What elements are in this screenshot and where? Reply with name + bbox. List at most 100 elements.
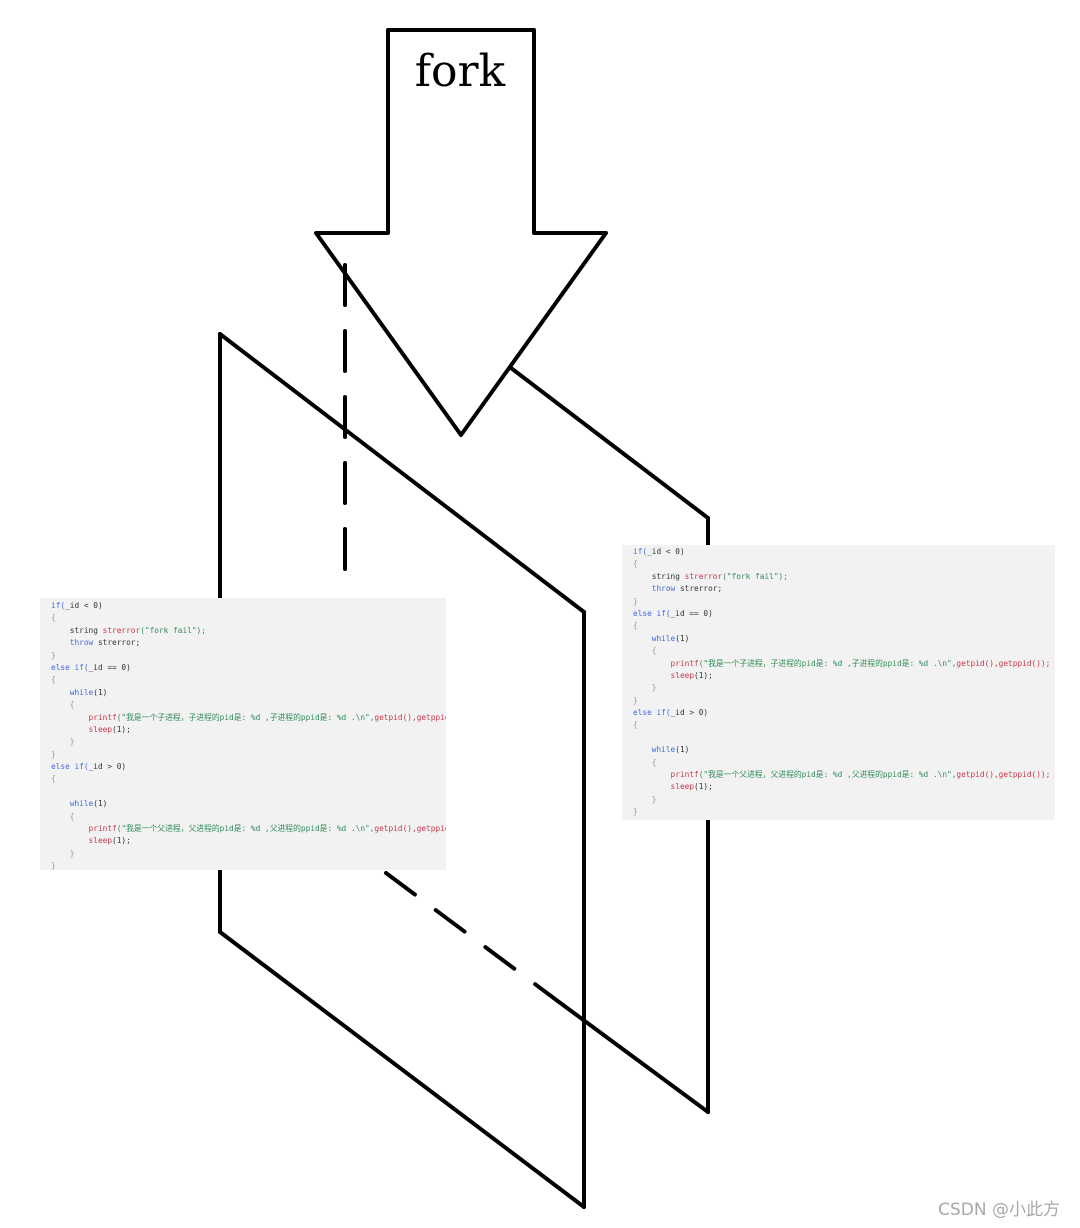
code-token: { bbox=[51, 774, 56, 784]
code-line: else if(_id == 0) bbox=[51, 662, 446, 674]
code-line: { bbox=[51, 811, 446, 823]
code-line: { bbox=[51, 699, 446, 711]
code-token: else if( bbox=[51, 662, 89, 672]
code-token: ("我是一个子进程，子进程的pid是: %d ,子进程的ppid是: %d .\… bbox=[116, 712, 375, 722]
code-token: while bbox=[633, 633, 676, 643]
code-line: } bbox=[633, 596, 1055, 608]
code-line: printf("我是一个父进程，父进程的pid是: %d ,父进程的ppid是:… bbox=[633, 769, 1055, 781]
code-token: else if( bbox=[633, 708, 671, 718]
code-token: strerror; bbox=[679, 584, 723, 594]
code-token: { bbox=[51, 675, 56, 685]
code-token: } bbox=[51, 749, 56, 759]
front-plane-top-edge bbox=[218, 332, 586, 614]
code-token: while bbox=[51, 799, 94, 809]
code-token: } bbox=[633, 596, 638, 606]
code-line: { bbox=[51, 612, 446, 624]
code-token: printf bbox=[51, 824, 117, 834]
code-token: (1) bbox=[675, 745, 690, 755]
code-token: (1) bbox=[93, 687, 108, 697]
code-token: } bbox=[633, 683, 657, 693]
code-token: string bbox=[633, 571, 685, 581]
back-plane-bottom-edge bbox=[557, 1000, 710, 1114]
code-token: (1) bbox=[93, 799, 108, 809]
code-line: sleep(1); bbox=[51, 835, 446, 847]
code-token: throw bbox=[633, 584, 680, 594]
code-token: printf bbox=[51, 712, 117, 722]
code-line: } bbox=[51, 650, 446, 662]
code-token: { bbox=[633, 720, 638, 730]
code-token: } bbox=[633, 807, 638, 817]
code-token: string bbox=[51, 625, 103, 635]
code-token: { bbox=[51, 700, 75, 710]
code-line bbox=[51, 786, 446, 798]
code-line: } bbox=[51, 848, 446, 860]
code-line: while(1) bbox=[633, 744, 1055, 756]
code-token: if( bbox=[51, 601, 66, 610]
code-token: } bbox=[51, 848, 75, 858]
code-token: (1); bbox=[112, 724, 131, 734]
code-token: (1) bbox=[675, 633, 690, 643]
code-line: { bbox=[51, 773, 446, 785]
code-line: } bbox=[51, 736, 446, 748]
code-token: (1); bbox=[694, 670, 713, 680]
code-token: sleep bbox=[633, 670, 695, 680]
code-token: ("fork fail"); bbox=[140, 625, 206, 635]
code-token: strerror bbox=[102, 625, 141, 635]
code-token: { bbox=[51, 811, 75, 821]
code-token: } bbox=[51, 861, 56, 870]
code-token: ("我是一个子进程，子进程的pid是: %d ,子进程的ppid是: %d .\… bbox=[698, 658, 957, 668]
code-line: } bbox=[633, 695, 1055, 707]
fork-label: fork bbox=[415, 46, 506, 97]
code-line: while(1) bbox=[51, 798, 446, 810]
code-line: { bbox=[633, 719, 1055, 731]
code-token: _id == 0) bbox=[88, 662, 131, 672]
code-line: if(_id < 0) bbox=[633, 546, 1055, 558]
code-line: sleep(1); bbox=[51, 724, 446, 736]
code-token: sleep bbox=[51, 836, 113, 846]
code-line: string strerror("fork fail"); bbox=[633, 571, 1055, 583]
code-token: sleep bbox=[633, 782, 695, 792]
code-token: { bbox=[51, 613, 56, 623]
code-token: getpid(),getppid()); bbox=[956, 658, 1051, 668]
code-line: else if(_id > 0) bbox=[633, 707, 1055, 719]
code-token: _id < 0) bbox=[65, 601, 103, 610]
code-line: throw strerror; bbox=[633, 583, 1055, 595]
code-line: } bbox=[633, 794, 1055, 806]
code-token: } bbox=[51, 737, 75, 747]
code-token: strerror; bbox=[97, 638, 141, 648]
code-token: _id > 0) bbox=[670, 708, 709, 718]
code-line: sleep(1); bbox=[633, 781, 1055, 793]
code-token: getpid(),getppid()); bbox=[374, 824, 446, 834]
code-token: } bbox=[633, 794, 657, 804]
code-line: } bbox=[633, 806, 1055, 818]
fork-arrow bbox=[314, 28, 608, 437]
code-token: else if( bbox=[51, 762, 89, 772]
back-plane-bottom-edge-dashed bbox=[384, 871, 561, 1004]
code-token: } bbox=[51, 650, 56, 660]
code-token: printf bbox=[633, 658, 699, 668]
code-token: if( bbox=[633, 547, 648, 556]
code-token: while bbox=[633, 745, 676, 755]
code-token: strerror bbox=[684, 571, 723, 581]
parent-process-code-panel: if(_id < 0){ string strerror("fork fail"… bbox=[622, 545, 1055, 820]
code-line: } bbox=[633, 682, 1055, 694]
code-line: printf("我是一个子进程，子进程的pid是: %d ,子进程的ppid是:… bbox=[633, 658, 1055, 670]
code-token: ("我是一个父进程，父进程的pid是: %d ,父进程的ppid是: %d .\… bbox=[698, 770, 957, 780]
child-process-code-panel: if(_id < 0) { string strerror("fork fail"… bbox=[40, 598, 446, 870]
code-token: ("fork fail"); bbox=[722, 571, 788, 581]
code-line: printf("我是一个父进程，父进程的pid是: %d ,父进程的ppid是:… bbox=[51, 823, 446, 835]
code-line bbox=[633, 732, 1055, 744]
code-token: getpid(),getppid()); bbox=[374, 712, 446, 722]
code-token: { bbox=[633, 559, 638, 569]
code-token: while bbox=[51, 687, 94, 697]
code-line: while(1) bbox=[633, 633, 1055, 645]
code-line: throw strerror; bbox=[51, 637, 446, 649]
code-token: _id == 0) bbox=[670, 608, 713, 618]
code-token: sleep bbox=[51, 724, 113, 734]
code-line: { bbox=[51, 674, 446, 686]
code-line: { bbox=[633, 620, 1055, 632]
code-line: { bbox=[633, 645, 1055, 657]
front-plane-bottom-edge bbox=[218, 930, 586, 1209]
code-token: (1); bbox=[112, 836, 131, 846]
code-line: while(1) bbox=[51, 687, 446, 699]
